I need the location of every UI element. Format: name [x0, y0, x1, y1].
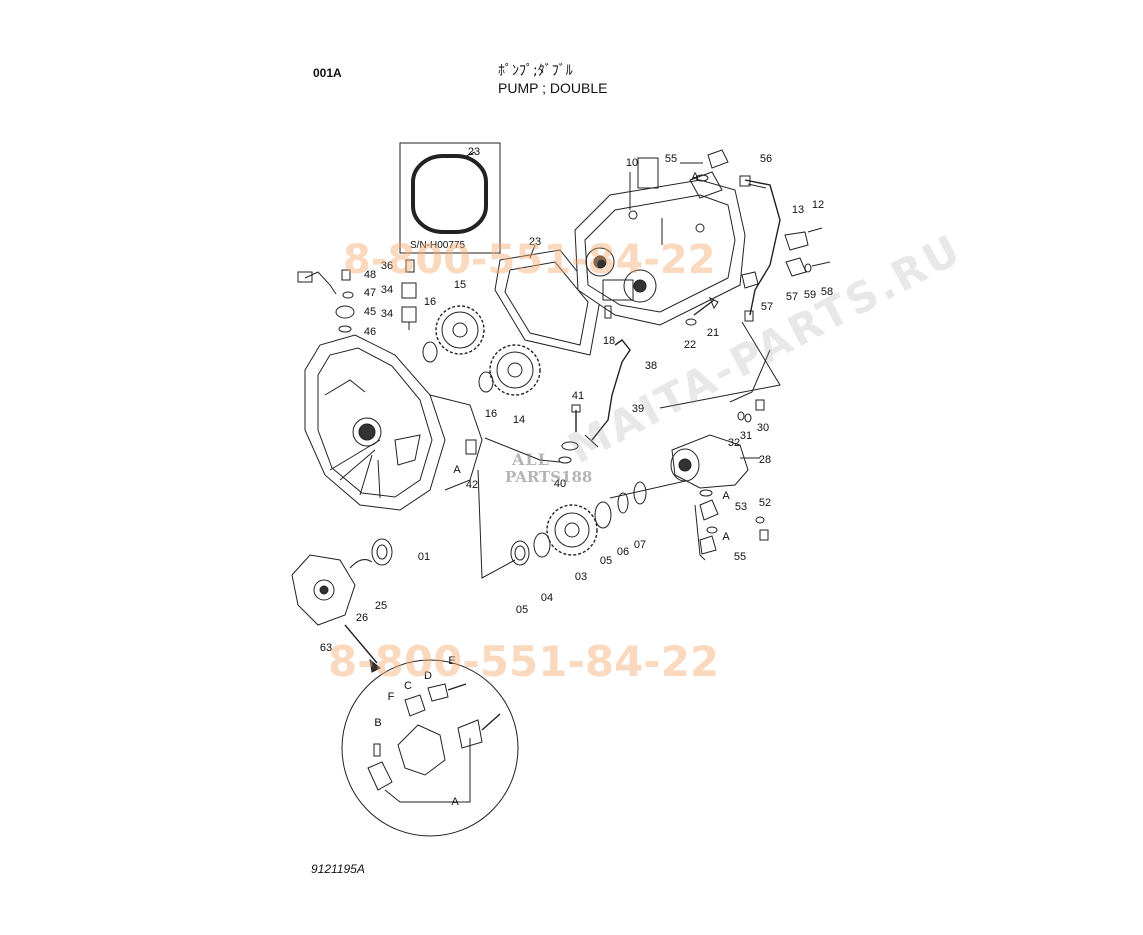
callout-a-detail: A	[451, 796, 459, 808]
callout-30: 30	[756, 422, 770, 434]
callout-32: 32	[727, 437, 741, 449]
callout-16-upper: 16	[423, 296, 437, 308]
main-pump-body-part-10	[574, 157, 746, 326]
callout-22: 22	[683, 339, 697, 351]
callout-05-right: 05	[599, 555, 613, 567]
callout-21: 21	[706, 327, 720, 339]
callout-57-left: 57	[760, 301, 774, 313]
leader-lines	[477, 321, 781, 579]
bolt-part-41	[558, 404, 581, 464]
pipe-part-56	[739, 175, 781, 322]
callout-a-pump: A	[722, 490, 730, 502]
callout-e: E	[448, 655, 456, 667]
callout-a-lower: A	[722, 531, 730, 543]
clamp-part-13	[784, 227, 823, 251]
callout-23: 23	[528, 236, 542, 248]
callout-47: 47	[363, 287, 377, 299]
coupling-part-63	[291, 538, 393, 626]
callout-31: 31	[739, 430, 753, 442]
callout-55-top: 55	[664, 153, 678, 165]
watermark-logo-line2: PARTS188	[505, 468, 593, 486]
callout-05-left: 05	[515, 604, 529, 616]
callout-28: 28	[758, 454, 772, 466]
callout-48: 48	[363, 269, 377, 281]
callout-56: 56	[759, 153, 773, 165]
callout-13: 13	[791, 204, 805, 216]
callout-53: 53	[734, 501, 748, 513]
callout-a-housing: A	[453, 464, 461, 476]
callout-25: 25	[374, 600, 388, 612]
bolt-part-21	[685, 296, 719, 326]
callout-52: 52	[758, 497, 772, 509]
callout-34-upper: 34	[380, 284, 394, 296]
callout-63: 63	[319, 642, 333, 654]
title-japanese: ﾎﾟﾝﾌﾟ;ﾀﾞﾌﾞﾙ	[498, 63, 573, 79]
gear-part-03	[510, 481, 647, 566]
watermark-phone-top: 8-800-551-84-22	[343, 237, 716, 283]
plugs-fittings-left	[297, 259, 417, 333]
snap-ring-part-16	[422, 341, 494, 393]
callout-39: 39	[631, 403, 645, 415]
callout-03: 03	[574, 571, 588, 583]
callout-01: 01	[417, 551, 431, 563]
callout-16-lower: 16	[484, 408, 498, 420]
coupling-detail-circle	[341, 624, 519, 837]
callout-15: 15	[453, 279, 467, 291]
gear-pump-part-28	[670, 399, 765, 497]
gear-part-15	[435, 305, 485, 355]
callout-41: 41	[571, 390, 585, 402]
gear-part-14	[489, 344, 541, 396]
callout-04: 04	[540, 592, 554, 604]
callout-42: 42	[465, 479, 479, 491]
callout-58: 58	[820, 286, 834, 298]
callout-c: C	[404, 680, 412, 692]
pin-part-18	[604, 305, 612, 319]
drawing-number: 9121195A	[311, 862, 365, 876]
callout-45: 45	[363, 306, 377, 318]
serial-number-label: S/N-H00775	[410, 240, 466, 251]
callout-18: 18	[602, 335, 616, 347]
callout-26: 26	[355, 612, 369, 624]
callout-07: 07	[633, 539, 647, 551]
housing-part-01	[304, 334, 483, 511]
callout-d: D	[424, 670, 432, 682]
callout-23-inset: 23	[467, 146, 481, 158]
callout-10: 10	[625, 157, 639, 169]
callout-a-top: A	[691, 171, 699, 183]
fittings-part-53-55-lower	[699, 499, 769, 555]
fittings-part-55-top	[680, 149, 729, 182]
callout-38: 38	[644, 360, 658, 372]
callout-59: 59	[803, 289, 817, 301]
callout-46: 46	[363, 326, 377, 338]
level-gauge-part-38	[584, 339, 631, 448]
title-english: PUMP ; DOUBLE	[498, 80, 608, 96]
callout-57-right: 57	[785, 291, 799, 303]
gasket-part-23	[494, 244, 601, 356]
callout-14: 14	[512, 414, 526, 426]
clamp-part-57-right	[741, 257, 831, 289]
callout-b: B	[374, 717, 382, 729]
callout-06: 06	[616, 546, 630, 558]
watermark-logo-line1: ALL	[512, 450, 550, 469]
callout-40: 40	[553, 478, 567, 490]
watermark-phone-bottom: 8-800-551-84-22	[328, 637, 720, 686]
inset-oring-box	[399, 142, 501, 254]
callout-36: 36	[380, 260, 394, 272]
callout-f: F	[387, 691, 395, 703]
callout-12: 12	[811, 199, 825, 211]
callout-34-lower: 34	[380, 308, 394, 320]
callout-55-lower: 55	[733, 551, 747, 563]
diagram-code: 001A	[313, 66, 342, 80]
